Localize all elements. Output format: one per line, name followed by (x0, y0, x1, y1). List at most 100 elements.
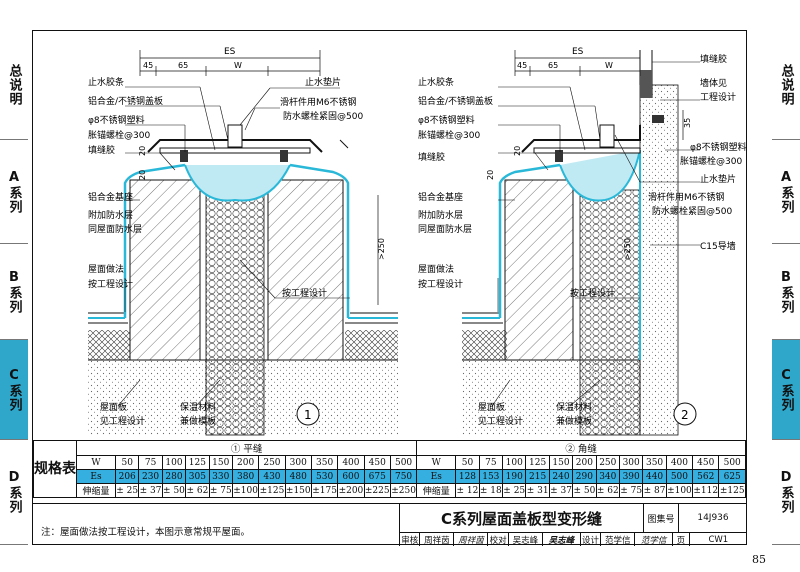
table-cell: W (416, 455, 457, 470)
atlas-number: 14J936 (679, 504, 747, 533)
label-slide-1b: 防水螺栓紧固@500 (283, 110, 363, 122)
label-waterproof-2a: 附加防水层 (418, 209, 463, 221)
dim-es-2: ES (572, 47, 584, 57)
table-cell: 125 (185, 455, 210, 470)
table-cell: 500 (718, 455, 746, 470)
table-cell: 250 (258, 455, 286, 470)
label-slide-1a: 滑杆件用M6不锈钢 (280, 96, 357, 108)
table-cell: 500 (665, 469, 694, 484)
drawing-title: C系列屋面盖板型变形缝 (400, 504, 644, 533)
table-cell: Es (76, 469, 116, 484)
label-anchor-bolt-1: 胀锚螺栓@300 (88, 129, 150, 141)
checker-signature: 吴志峰 (543, 533, 581, 546)
dim-20a-1: 20 (138, 146, 147, 156)
label-insul-2a: 保温材料 (556, 401, 592, 413)
table-cell: 伸缩量 (76, 483, 116, 498)
table-cell: 675 (363, 469, 391, 484)
atlas-label: 图集号 (644, 504, 679, 533)
table-cell: 330 (208, 469, 233, 484)
sidebar-tab-1[interactable]: A系列 (772, 140, 800, 244)
sidebar-tab-3[interactable]: C系列 (0, 340, 28, 440)
table-cell: 128 (455, 469, 480, 484)
label-roof-method-2b: 按工程设计 (418, 278, 463, 290)
table-cell: 125 (525, 455, 550, 470)
label-waterproof-1b: 同屋面防水层 (88, 223, 142, 235)
table-cell: 50 (114, 455, 140, 470)
table-cell: ± 75 (208, 483, 233, 498)
label-wall-2a: 墙体见 (700, 77, 727, 89)
table-cell: 750 (389, 469, 418, 484)
label-anchor-bolt-right-2: 胀锚螺栓@300 (680, 155, 742, 167)
table-cell: 150 (548, 455, 574, 470)
label-waterproof-1a: 附加防水层 (88, 209, 133, 221)
table-cell: ±175 (310, 483, 339, 498)
dim-20a-2: 20 (513, 146, 522, 156)
table-cell: 380 (231, 469, 260, 484)
table-cell: ± 31 (525, 483, 550, 498)
table-cell: 500 (389, 455, 418, 470)
table-cell: 200 (231, 455, 260, 470)
table-cell: 400 (337, 455, 365, 470)
label-cover-plate-1: 铝合金/不锈钢盖板 (88, 95, 163, 107)
drawing-frame (32, 30, 747, 545)
dim-250-1: >250 (377, 238, 386, 260)
table-cell: ± 50 (572, 483, 597, 498)
sidebar-tab-1[interactable]: A系列 (0, 140, 28, 244)
sidebar-tab-label: C系列 (778, 367, 794, 412)
dim-es-1: ES (224, 47, 236, 57)
table-cell: ± 37 (548, 483, 574, 498)
label-anchor-bolt-2: 胀锚螺栓@300 (418, 129, 480, 141)
label-filler-1: 填缝胶 (88, 144, 115, 156)
check-label: 校对 (488, 533, 509, 546)
designer-name: 范学信 (601, 533, 636, 546)
label-stop-pad-1: 止水垫片 (305, 76, 341, 88)
table-cell: ± 18 (478, 483, 504, 498)
sidebar-tab-label: 总说明 (778, 63, 794, 106)
label-wall-2b: 工程设计 (700, 91, 736, 103)
label-slide-2b: 防水螺栓紧固@500 (652, 205, 732, 217)
table-cell: ± 37 (138, 483, 163, 498)
dim-45-1: 45 (143, 61, 153, 70)
table-cell: 伸缩量 (416, 483, 457, 498)
label-by-design-1: 按工程设计 (282, 287, 327, 299)
table-cell: ±100 (231, 483, 260, 498)
table-cell: Es (416, 469, 457, 484)
dim-w-2: W (605, 61, 613, 70)
title-block: C系列屋面盖板型变形缝 图集号 14J936 审核 周祥茵 周祥茵 校对 吴志峰… (399, 504, 747, 546)
table-cell: 430 (258, 469, 286, 484)
table-cell: 200 (572, 455, 597, 470)
title-block-area: 注：屋面做法按工程设计，本图示意常规平屋面。 C系列屋面盖板型变形缝 图集号 1… (33, 503, 747, 546)
sidebar-tab-0[interactable]: 总说明 (772, 30, 800, 140)
sidebar-tab-2[interactable]: B系列 (772, 244, 800, 340)
table-cell: 600 (337, 469, 365, 484)
sidebar-tab-label: A系列 (6, 169, 22, 214)
table-cell: 206 (114, 469, 140, 484)
label-roof-slab-1a: 屋面板 (100, 401, 127, 413)
label-insul-1a: 保温材料 (180, 401, 216, 413)
table-cell: 240 (548, 469, 574, 484)
sidebar-tab-0[interactable]: 总说明 (0, 30, 28, 140)
dim-65-2: 65 (548, 61, 558, 70)
table-cell: ±150 (284, 483, 312, 498)
sidebar-tab-3[interactable]: C系列 (772, 340, 800, 440)
label-stop-strip-1: 止水胶条 (88, 76, 124, 88)
signature-row: 审核 周祥茵 周祥茵 校对 吴志峰 吴志峰 设计 范学信 范学信 页 CW1 (400, 533, 747, 546)
table-cell: 153 (478, 469, 504, 484)
table-cell: ± 25 (114, 483, 140, 498)
dim-45-2: 45 (517, 61, 527, 70)
label-base-1: 铝合金基座 (88, 191, 133, 203)
label-roof-method-1a: 屋面做法 (88, 263, 124, 275)
sidebar-tab-label: B系列 (778, 269, 794, 314)
table-cell: ± 12 (455, 483, 480, 498)
table-cell: 230 (138, 469, 163, 484)
sidebar-tab-4[interactable]: D系列 (772, 440, 800, 545)
dim-35-2: 35 (683, 118, 692, 128)
sidebar-tab-4[interactable]: D系列 (0, 440, 28, 545)
sidebar-tab-label: D系列 (778, 470, 794, 514)
table-cell: ± 50 (161, 483, 187, 498)
table-cell: 350 (642, 455, 667, 470)
sidebar-tab-2[interactable]: B系列 (0, 244, 28, 340)
dim-65-1: 65 (178, 61, 188, 70)
